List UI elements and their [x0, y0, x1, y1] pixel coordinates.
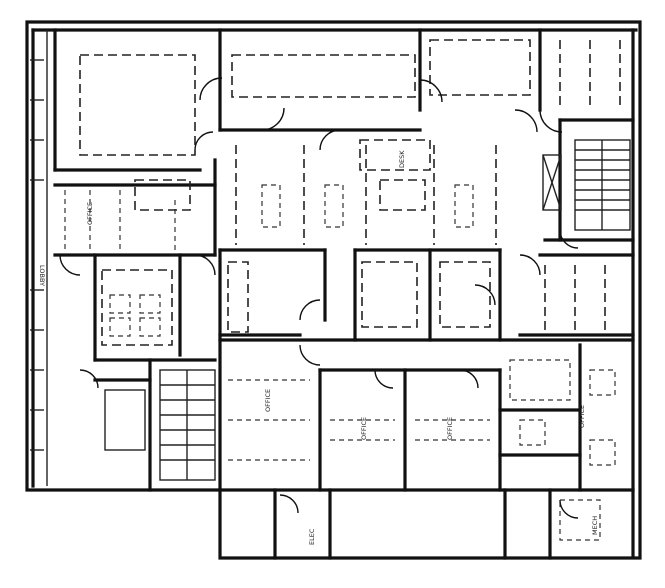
interior-walls	[53, 28, 635, 560]
label-office-a: OFFICE	[264, 389, 272, 412]
label-mech: MECH	[591, 516, 599, 535]
stair-east	[542, 139, 631, 231]
label-lobby: LOBBY	[38, 265, 46, 286]
stair-west	[104, 369, 216, 481]
room-labels: OFFICE LOBBY DESK OFFICE OFFICE OFFICE O…	[38, 150, 599, 545]
label-office-c: OFFICE	[446, 417, 454, 440]
label-office-b: OFFICE	[360, 417, 368, 440]
window-marks	[30, 59, 44, 451]
label-office-left: OFFICE	[86, 202, 94, 225]
furniture-outlines	[64, 39, 621, 541]
door-swings	[59, 77, 579, 519]
label-elec: ELEC	[308, 528, 316, 545]
exterior-walls	[25, 20, 642, 560]
label-office-d: OFFICE	[578, 405, 586, 428]
label-desk: DESK	[398, 150, 406, 168]
